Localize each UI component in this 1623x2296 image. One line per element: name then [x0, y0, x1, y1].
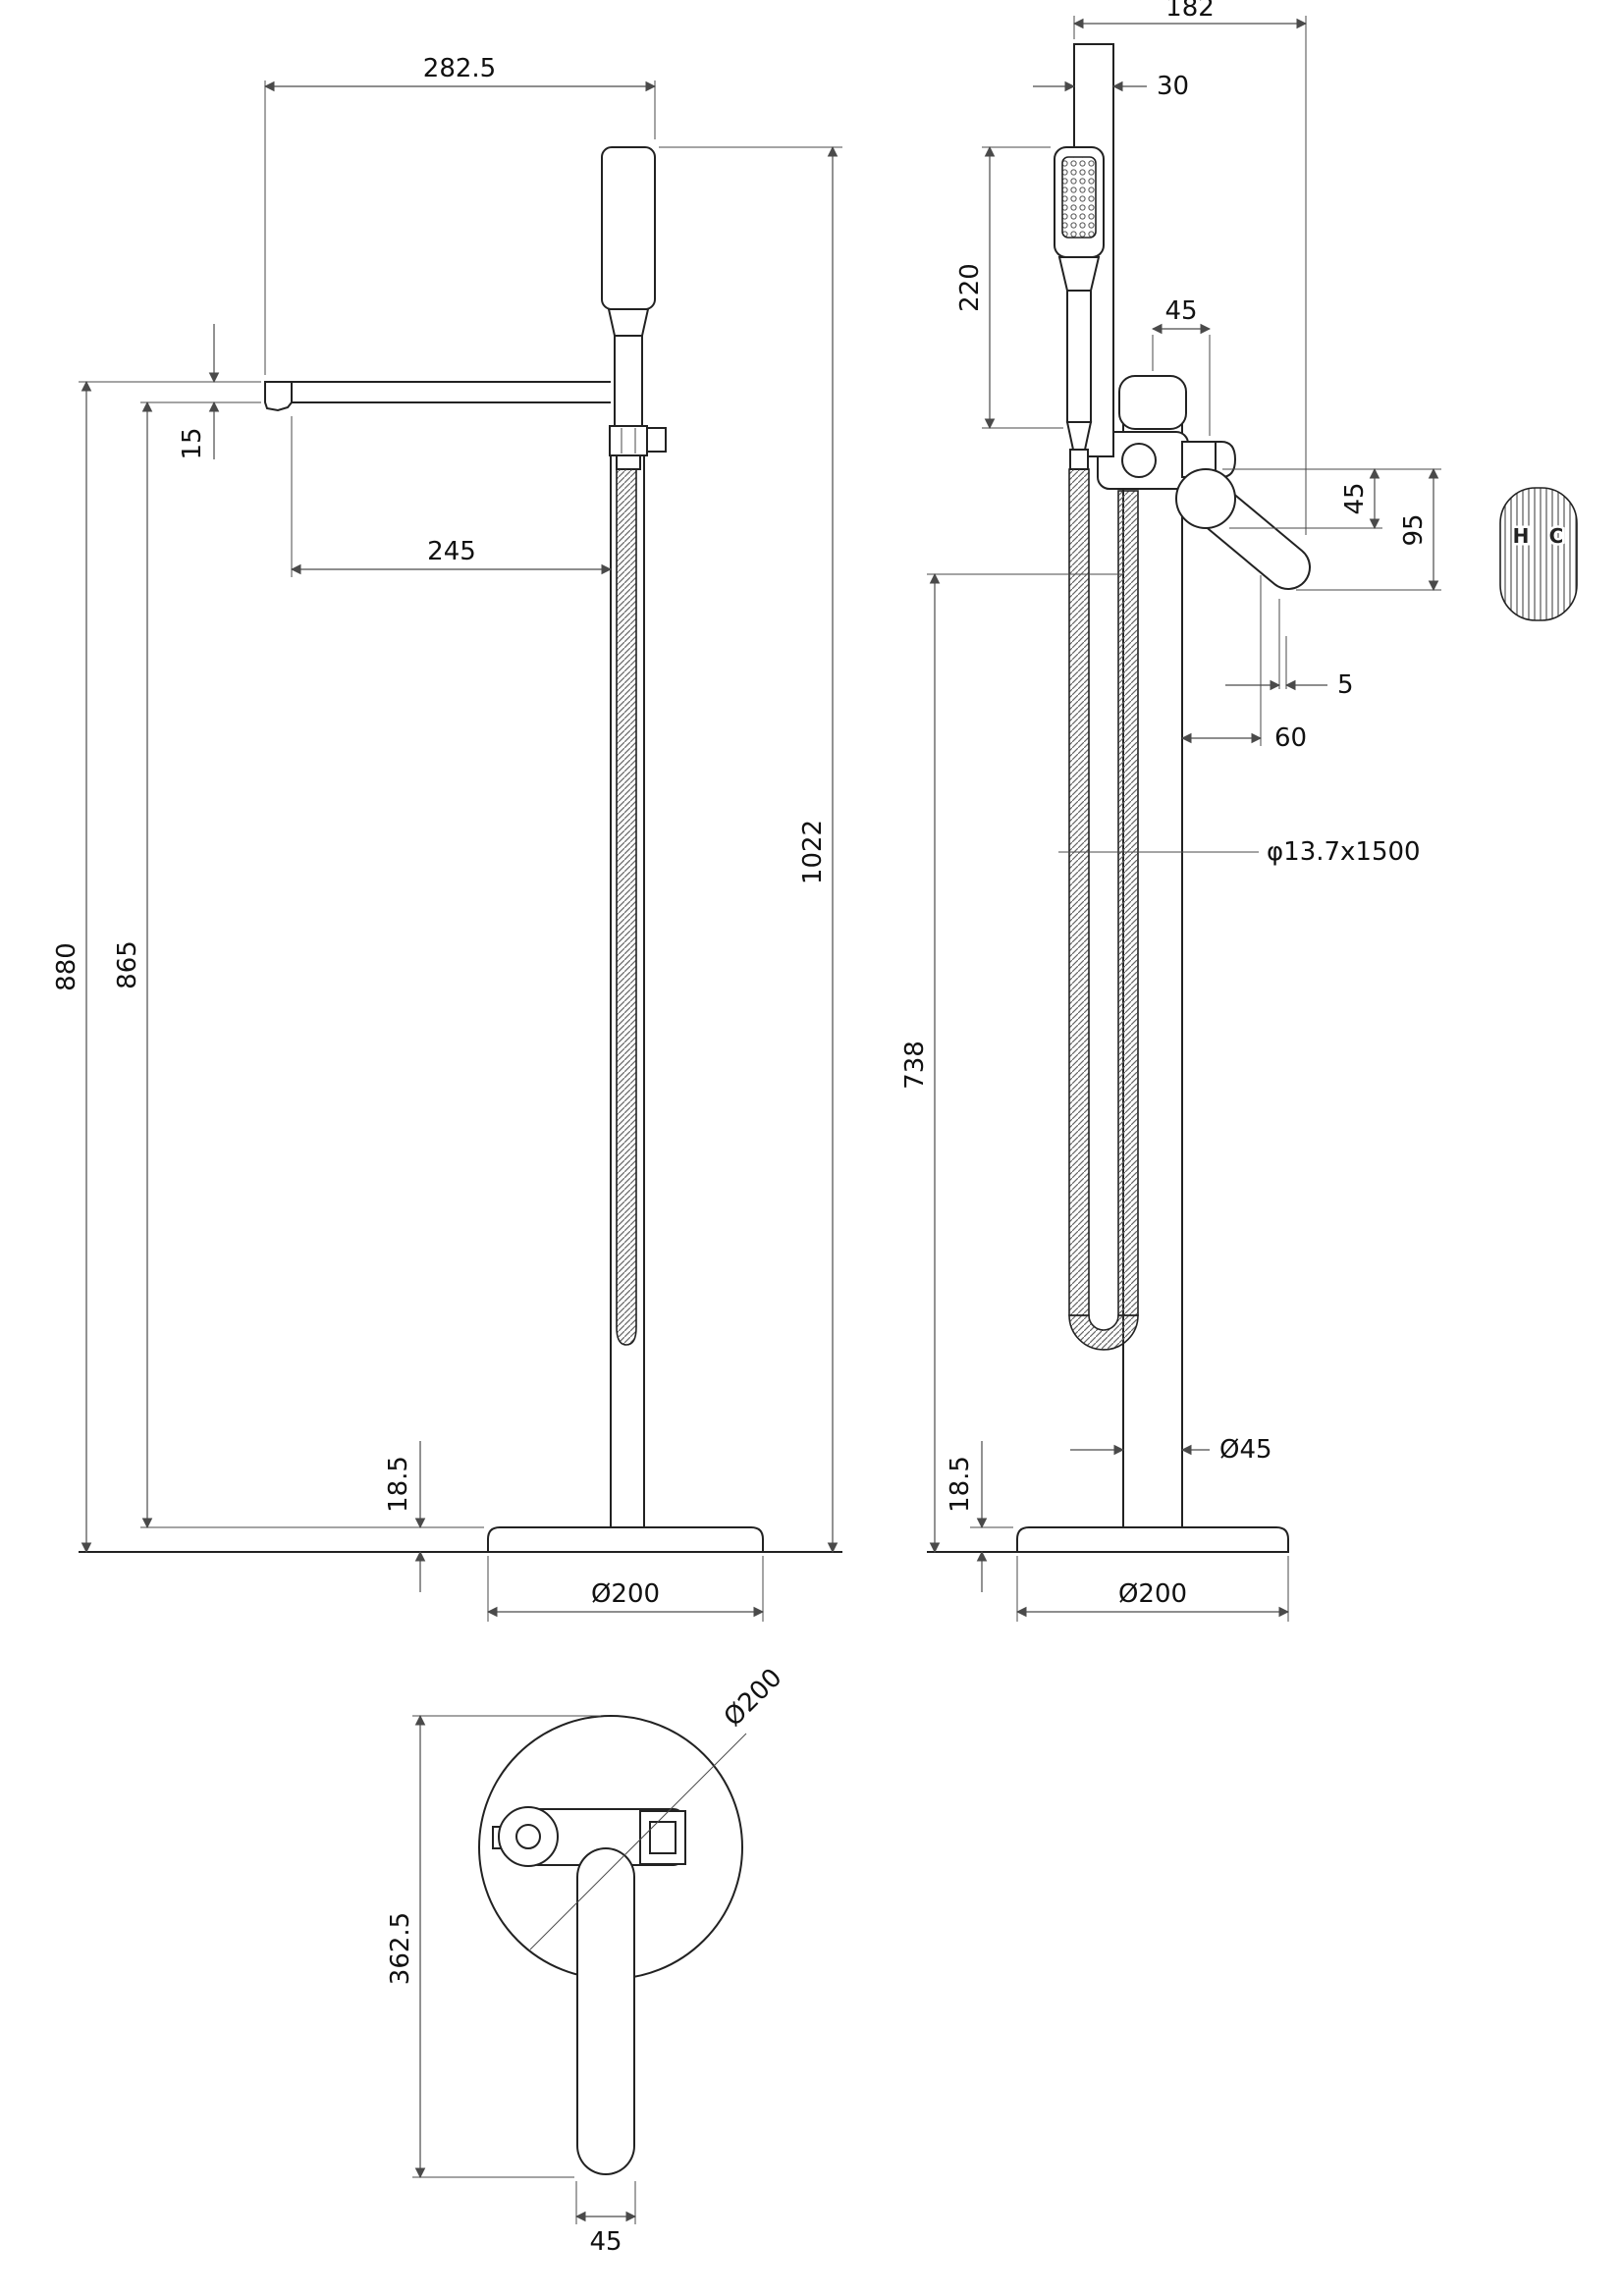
handset-head-side [601, 146, 656, 310]
dim-side-base-diameter: Ø200 [486, 1556, 765, 1622]
dim-label-1022: 1022 [798, 820, 828, 884]
handset-side [601, 146, 656, 470]
shower-hose-side [616, 468, 637, 1346]
hot-label: H [1513, 524, 1530, 548]
spout-front [1118, 375, 1187, 430]
dim-side-height-spout-top: 880 [52, 380, 261, 1554]
hose-nut-side [609, 425, 648, 456]
handset-spray-face [1061, 156, 1097, 239]
hot-cold-indicator-detail: H C [1499, 487, 1578, 621]
dim-label-5: 5 [1337, 670, 1354, 700]
dim-front-overall-width: 182 [1072, 0, 1308, 535]
cold-label: C [1549, 524, 1564, 548]
dim-label-45-lever: 45 [1340, 482, 1370, 514]
dim-front-handset-offset: 45 [1151, 296, 1212, 436]
dim-front-lever-thickness: 45 [1222, 467, 1382, 530]
dim-label-trim-dia: Ø200 [719, 1663, 788, 1733]
hose-nut-front [1069, 449, 1089, 470]
dim-side-overall-top-width: 282.5 [263, 54, 657, 375]
dim-label-base-dia-side: Ø200 [591, 1579, 660, 1609]
handset-front [1054, 146, 1105, 470]
dim-front-height-under-body: 738 [900, 572, 1123, 1554]
dim-side-overall-height: 1022 [659, 145, 842, 1554]
dim-front-lever-drop: 95 [1296, 467, 1441, 592]
dim-label-60: 60 [1274, 723, 1307, 753]
dim-label-base-dia-front: Ø200 [1118, 1579, 1187, 1609]
dim-label-column-dia: Ø45 [1219, 1435, 1272, 1465]
dim-front-lever-reach: 60 [1180, 575, 1307, 753]
hose-spec-callout: φ13.7x1500 [1058, 837, 1421, 867]
dim-label-95: 95 [1399, 513, 1429, 546]
side-elevation-view: 282.5 15 245 880 865 [52, 54, 842, 1622]
dim-label-18-5-side: 18.5 [384, 1456, 413, 1513]
base-plate-side [487, 1526, 764, 1553]
dim-label-362-5: 362.5 [386, 1912, 415, 1985]
dim-label-182: 182 [1165, 0, 1215, 23]
dim-front-base-thickness: 18.5 [946, 1441, 1013, 1592]
dim-label-220: 220 [955, 263, 985, 312]
cradle-pivot [1121, 443, 1157, 478]
dim-side-height-spout-underside: 865 [113, 400, 484, 1529]
handset-grip-front [1066, 290, 1092, 423]
handset-grip-side [614, 335, 643, 427]
front-elevation-view: H C 182 30 220 45 [900, 0, 1578, 1622]
dim-side-spout-thickness: 15 [178, 324, 261, 460]
dim-label-30: 30 [1157, 72, 1189, 101]
dim-label-282-5: 282.5 [423, 54, 496, 83]
shower-hose-front [1068, 468, 1139, 1351]
dim-label-865: 865 [113, 940, 142, 989]
dim-label-45-offset: 45 [1164, 296, 1197, 326]
dim-side-base-thickness: 18.5 [384, 1441, 484, 1592]
dim-label-45-plan: 45 [589, 2227, 622, 2257]
dim-front-handset-length: 220 [955, 145, 1063, 430]
dim-label-245: 245 [427, 537, 476, 566]
dim-front-column-diameter: Ø45 [1070, 1435, 1272, 1465]
mixer-lever-front [1175, 468, 1311, 590]
dim-front-lever-clearance: 5 [1225, 599, 1354, 700]
lever-boss [1175, 468, 1236, 529]
valve-body-plan [492, 1806, 686, 1867]
dim-label-880: 880 [52, 942, 81, 991]
dim-front-bracket-width: 30 [1033, 72, 1189, 101]
base-plate-front [1016, 1526, 1289, 1553]
dim-plan-handle-width: 45 [574, 2181, 637, 2257]
dim-label-18-5-front: 18.5 [946, 1456, 975, 1513]
dim-side-spout-reach: 245 [290, 416, 613, 577]
dim-label-738: 738 [900, 1041, 930, 1090]
plan-view: Ø200 362.5 45 [386, 1663, 788, 2257]
dim-label-15: 15 [178, 427, 207, 459]
dim-front-base-diameter: Ø200 [1015, 1556, 1290, 1622]
spout-side [264, 381, 611, 412]
dim-plan-handle-sweep: 362.5 [386, 1714, 601, 2179]
dim-label-hose-spec: φ13.7x1500 [1267, 837, 1421, 867]
